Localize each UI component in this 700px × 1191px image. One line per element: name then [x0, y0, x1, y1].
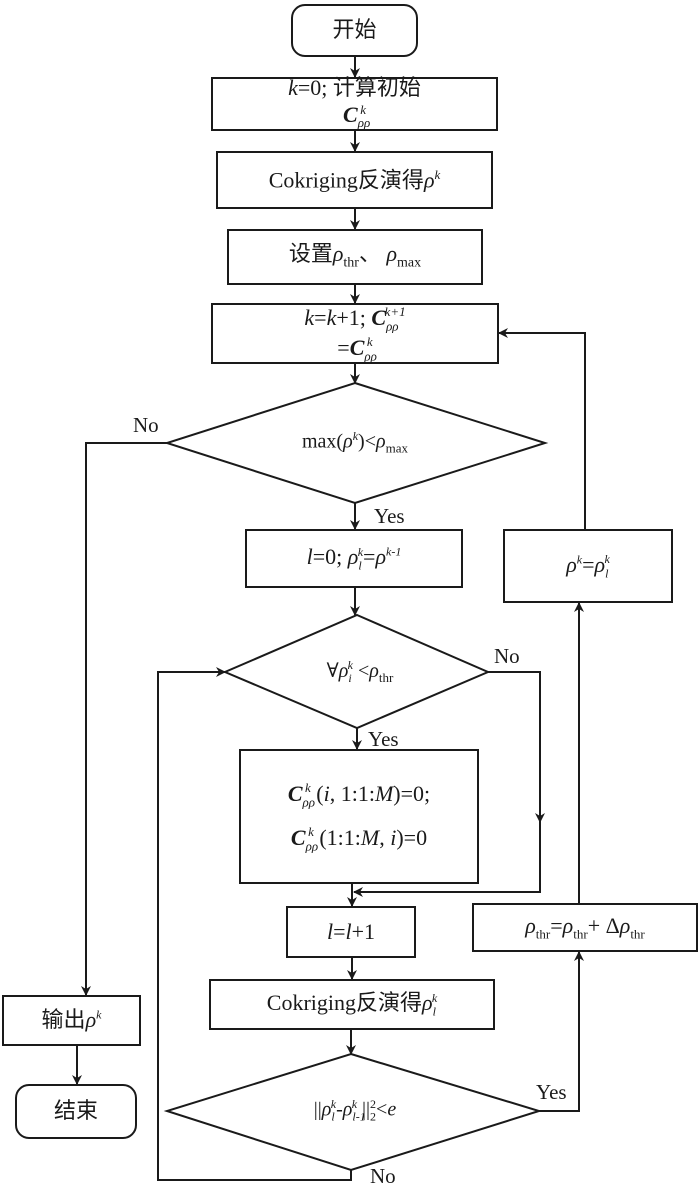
edge-label-converge-no: No — [370, 1164, 396, 1188]
assign-rho-label: ρk=ρlk — [566, 551, 610, 580]
set-thresholds-node: 设置ρthr、 ρmax — [227, 229, 483, 285]
increment-l-node: l=l+1 — [286, 906, 416, 958]
edge-label-threshold-yes: Yes — [368, 727, 399, 751]
update-threshold-label: ρthr=ρthr+ Δρthr — [525, 913, 645, 942]
arrow-assign-increment — [498, 328, 586, 529]
increment-k-label: k=k+1; Cρρk+1 =Cρρk — [304, 303, 406, 363]
arrow-converge-no — [157, 667, 352, 1181]
arrow-converge-yes — [539, 951, 584, 1112]
arrow-threshold-no-merge — [353, 820, 541, 897]
set-thresholds-label: 设置ρthr、 ρmax — [288, 241, 422, 271]
output-label: 输出ρk — [41, 1007, 102, 1033]
update-threshold-node: ρthr=ρthr+ Δρthr — [472, 903, 698, 952]
arrow-threshold-no — [488, 671, 541, 820]
arrow-max-no — [81, 442, 167, 996]
cokriging-l-label: Cokriging反演得ρlk — [266, 990, 438, 1019]
init-label: k=0; 计算初始Cρρk — [288, 75, 421, 130]
decision-converge-label: ||ρlk-ρl-1k ||22<e — [313, 1097, 397, 1124]
output-node: 输出ρk — [2, 995, 141, 1046]
increment-l-label: l=l+1 — [326, 918, 376, 944]
zero-covariance-node: Cρρk (i, 1:1:M)=0; Cρρk (1:1:M, i)=0 — [239, 749, 479, 884]
decision-max-label: max(ρk)<ρmax — [302, 429, 408, 456]
assign-rho-node: ρk=ρlk — [503, 529, 673, 603]
edge-label-max-yes: Yes — [374, 504, 405, 528]
end-label: 结束 — [53, 1098, 98, 1124]
zero-covariance-line2: Cρρk (1:1:M, i)=0 — [290, 823, 428, 853]
start-label: 开始 — [332, 17, 377, 43]
zero-covariance-line1: Cρρk (i, 1:1:M)=0; — [287, 779, 431, 809]
end-node: 结束 — [15, 1084, 137, 1139]
cokriging-initial-label: Cokriging反演得ρk — [268, 166, 441, 192]
init-node: k=0; 计算初始Cρρk — [211, 75, 498, 131]
edge-label-max-no: No — [133, 413, 159, 437]
init-l-label: l=0; ρlk=ρk-1 — [306, 544, 402, 573]
edge-label-converge-yes: Yes — [536, 1080, 567, 1104]
cokriging-l-node: Cokriging反演得ρlk — [209, 979, 495, 1030]
start-node: 开始 — [291, 4, 418, 57]
init-l-node: l=0; ρlk=ρk-1 — [245, 529, 463, 588]
decision-threshold-label: ∀ρik <ρthr — [326, 658, 394, 685]
edge-label-threshold-no: No — [494, 644, 520, 668]
increment-k-node: k=k+1; Cρρk+1 =Cρρk — [211, 303, 499, 364]
cokriging-initial-node: Cokriging反演得ρk — [216, 151, 493, 209]
